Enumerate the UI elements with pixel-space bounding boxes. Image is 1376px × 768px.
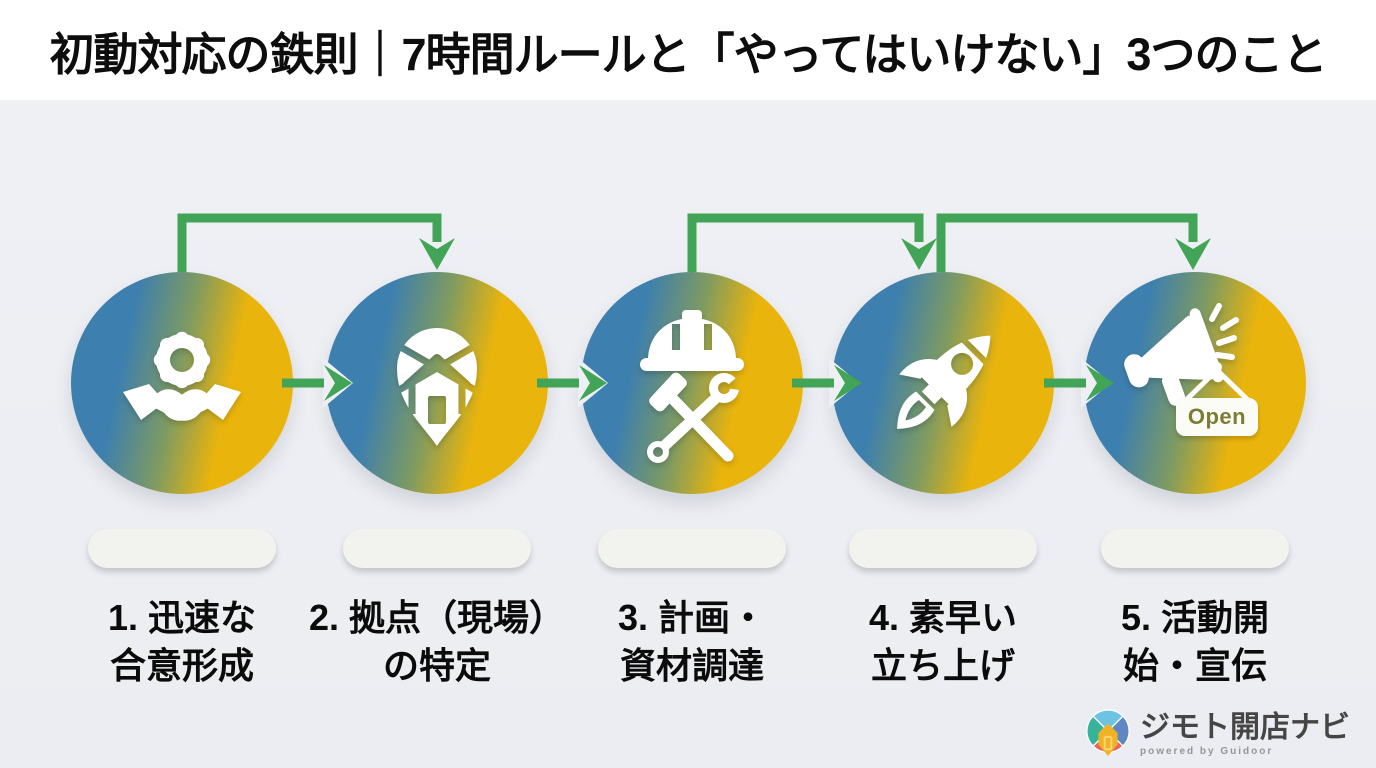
circle-notch [578, 358, 608, 408]
step-pill-3 [598, 529, 786, 568]
step-circle-3 [578, 272, 803, 494]
open-sign: Open [1176, 398, 1258, 436]
brand-logo-sub: powered by Guidoor [1140, 745, 1274, 757]
brand-logo: ジモト開店ナビ powered by Guidoor [1085, 708, 1350, 760]
step-label-4: 4. 素早い 立ち上げ [868, 597, 1018, 686]
step-circle-4 [829, 272, 1054, 494]
step-circle-2 [323, 272, 548, 494]
step-label-1: 1. 迅速な 合意形成 [107, 597, 257, 686]
megaphone-icon [1124, 303, 1240, 407]
step-label-3: 3. 計画・ 資材調達 [617, 597, 767, 686]
step-pill-2 [343, 529, 531, 568]
map-pin-house-icon [397, 328, 477, 446]
circle-notch [323, 358, 353, 408]
gear-handshake-icon [123, 331, 241, 421]
step-pill-4 [849, 529, 1037, 568]
title-bar: 初動対応の鉄則｜7時間ルールと「やってはいけない」3つのこと [0, 0, 1376, 100]
step-circle-5: Open [1081, 272, 1306, 494]
open-sign-label: Open [1187, 404, 1247, 429]
brand-logo-name: ジモト開店ナビ [1140, 710, 1350, 744]
page-title: 初動対応の鉄則｜7時間ルールと「やってはいけない」3つのこと [49, 28, 1328, 80]
step-pill-5 [1101, 529, 1289, 568]
rocket-icon [897, 335, 991, 429]
step-label-2: 2. 拠点（現場） の特定 [308, 597, 566, 686]
step-label-5: 5. 活動開 始・宣伝 [1120, 597, 1270, 686]
circle-notch [829, 358, 859, 408]
step-pill-1 [88, 529, 276, 568]
helmet-tools-icon [640, 310, 744, 463]
step-circle-1 [71, 272, 293, 494]
brand-logo-icon [1086, 709, 1130, 757]
